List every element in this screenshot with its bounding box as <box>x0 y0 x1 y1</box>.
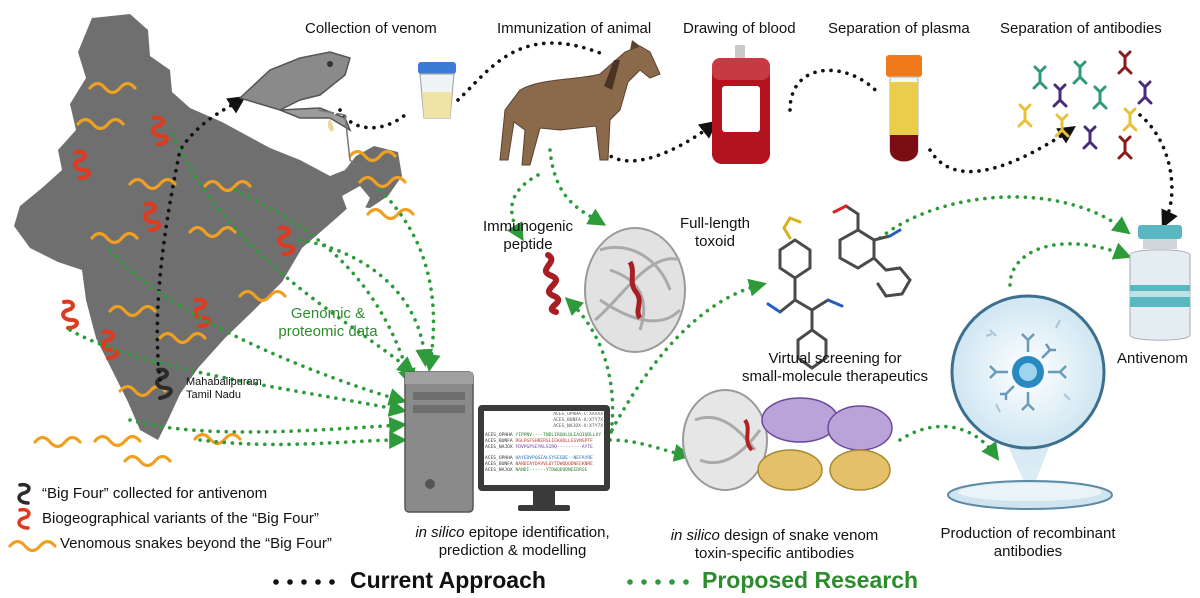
antivenom-vial-illustration <box>1129 225 1191 341</box>
label-antibody-design: in silico design of snake venom toxin-sp… <box>670 527 879 562</box>
alignment-row: ACES_OPHHA HAYEDVPQSIALSYSEGDE--NEFAYRE <box>485 456 593 461</box>
label-immunization-of-animal: Immunization of animal <box>497 20 652 37</box>
screen-header-3: ACES_NAJOX-X:X7Y7X <box>553 424 603 429</box>
label-full-length-toxoid: Full-length toxoid <box>679 215 751 250</box>
plasma-tube-illustration <box>886 55 922 162</box>
small-molecules-illustration <box>766 204 912 370</box>
alignment-row: ACES_BUNFA NANDIAYDAVVLQYTDWQDQDNEEKNRE <box>485 462 593 467</box>
legend-venomous-icon <box>8 539 57 553</box>
legend-icons <box>8 482 689 585</box>
label-collection-of-venom: Collection of venom <box>305 20 437 37</box>
label-virtual-screening: Virtual screening for small-molecule the… <box>742 350 928 385</box>
alignment-row: ACES_NAJOX NANDI------YTDWQDQDNEEDRSE <box>485 468 588 473</box>
legend-variants-label: Biogeographical variants of the “Big Fou… <box>42 510 319 527</box>
current-approach-path <box>155 41 1178 382</box>
label-separation-of-plasma: Separation of plasma <box>828 20 970 37</box>
screen-header-2: ACES_BUNFA-X:X7Y7X <box>553 418 603 423</box>
computer-illustration <box>404 371 610 513</box>
legend-proposed-dots <box>627 579 689 585</box>
legend-proposed-research: Proposed Research <box>702 567 919 593</box>
label-genomic-proteomic-data: Genomic & proteomic data <box>278 305 378 340</box>
sequence-alignment-screen: ACES_OPHHA-C:XXXXX ACES_BUNFA-X:X7Y7X AC… <box>485 412 603 484</box>
label-antivenom: Antivenom <box>1117 350 1188 367</box>
legend-current-dots <box>273 579 335 585</box>
proposed-research-path <box>68 132 1132 462</box>
alignment-row: ACES_NAJOX FDVPGPSEYKLSIRQ---------AYTE <box>485 445 593 450</box>
antibody-design-illustration <box>682 389 893 491</box>
label-epitope-identification: in silico epitope identification, predic… <box>415 524 610 559</box>
alignment-row: ACES_OPHHA YIPPNV----TNDLIRQHLQLEAQIQDLL… <box>485 433 602 438</box>
legend-big-four-label: “Big Four” collected for antivenom <box>42 485 268 502</box>
legend-big-four-icon <box>17 482 31 505</box>
alignment-row: ACES_BUNFA RGLPGFSHRERSLIEKADLLEGVNSPTF <box>485 439 593 444</box>
legend-variant-icon <box>17 507 31 530</box>
recombinant-production-illustration <box>947 294 1113 510</box>
venom-cup-illustration <box>418 62 456 119</box>
legend-venomous-label: Venomous snakes beyond the “Big Four” <box>60 535 332 552</box>
antibodies-illustration <box>1017 50 1153 160</box>
legend-current-approach: Current Approach <box>350 567 546 593</box>
blood-bag-illustration <box>712 45 770 164</box>
snake-head-illustration <box>238 51 356 166</box>
label-mahabalipuram: Mahabalipuram Tamil Nadu <box>186 376 262 401</box>
full-length-toxoid-illustration <box>584 227 686 353</box>
label-separation-of-antibodies: Separation of antibodies <box>1000 20 1162 37</box>
screen-header-1: ACES_OPHHA-C:XXXXX <box>553 412 603 417</box>
immunogenic-peptide-illustration <box>542 252 562 315</box>
label-recombinant-production: Production of recombinant antibodies <box>940 525 1116 560</box>
horse-illustration <box>499 40 661 166</box>
label-immunogenic-peptide: Immunogenic peptide <box>482 218 574 253</box>
label-drawing-of-blood: Drawing of blood <box>683 20 796 37</box>
big-four-snake-map <box>155 367 173 400</box>
